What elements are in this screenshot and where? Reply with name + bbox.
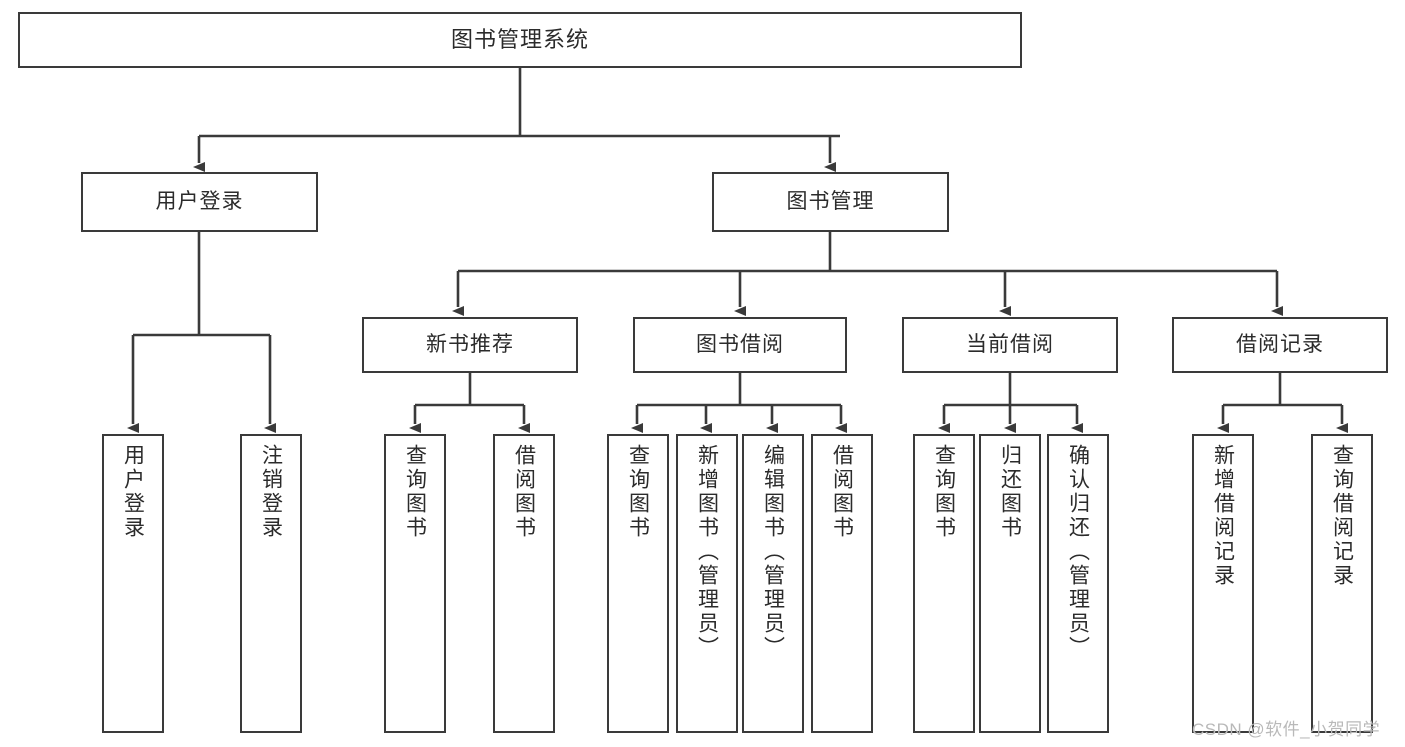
node-label: 注销登录: [259, 444, 283, 540]
node-label: 借阅记录: [1236, 332, 1324, 356]
node-label: 图书借阅: [696, 332, 784, 356]
node-label: 新书推荐: [426, 332, 514, 356]
leaf-current-borrow-confirm-return[interactable]: 确认归还（管理员）: [1047, 434, 1109, 733]
node-label: 编辑图书（管理员）: [761, 444, 785, 660]
node-label: 用户登录: [121, 444, 145, 540]
csdn-watermark: CSDN @软件_小贺同学: [1192, 720, 1381, 739]
node-book-management[interactable]: 图书管理: [712, 172, 949, 232]
node-label: 借阅图书: [830, 444, 854, 540]
leaf-borrow-record-add-record[interactable]: 新增借阅记录: [1192, 434, 1254, 733]
leaf-current-borrow-query-book[interactable]: 查询图书: [913, 434, 975, 733]
leaf-book-borrow-edit-book[interactable]: 编辑图书（管理员）: [742, 434, 804, 733]
node-label: 借阅图书: [512, 444, 536, 540]
leaf-user-login-logout[interactable]: 注销登录: [240, 434, 302, 733]
leaf-borrow-record-query-record[interactable]: 查询借阅记录: [1311, 434, 1373, 733]
node-user-login[interactable]: 用户登录: [81, 172, 318, 232]
node-root-system[interactable]: 图书管理系统: [18, 12, 1022, 68]
leaf-new-book-query-book[interactable]: 查询图书: [384, 434, 446, 733]
node-current-borrow[interactable]: 当前借阅: [902, 317, 1118, 373]
node-label: 新增图书（管理员）: [695, 444, 719, 660]
node-label: 查询图书: [932, 444, 956, 540]
node-new-book-recommend[interactable]: 新书推荐: [362, 317, 578, 373]
node-label: 图书管理系统: [450, 27, 589, 53]
node-label: 查询图书: [403, 444, 427, 540]
leaf-book-borrow-query-book[interactable]: 查询图书: [607, 434, 669, 733]
node-label: 新增借阅记录: [1211, 444, 1235, 588]
node-label: 查询图书: [626, 444, 650, 540]
leaf-current-borrow-return-book[interactable]: 归还图书: [979, 434, 1041, 733]
node-book-borrow[interactable]: 图书借阅: [633, 317, 847, 373]
leaf-user-login-do-login[interactable]: 用户登录: [102, 434, 164, 733]
node-label: 确认归还（管理员）: [1066, 444, 1090, 660]
node-label: 查询借阅记录: [1330, 444, 1354, 588]
node-label: 用户登录: [155, 189, 244, 213]
node-label: 归还图书: [998, 444, 1022, 540]
leaf-book-borrow-borrow-book[interactable]: 借阅图书: [811, 434, 873, 733]
leaf-book-borrow-add-book[interactable]: 新增图书（管理员）: [676, 434, 738, 733]
node-borrow-record[interactable]: 借阅记录: [1172, 317, 1388, 373]
node-label: 当前借阅: [966, 332, 1054, 356]
leaf-new-book-borrow-book[interactable]: 借阅图书: [493, 434, 555, 733]
node-label: 图书管理: [786, 189, 875, 213]
